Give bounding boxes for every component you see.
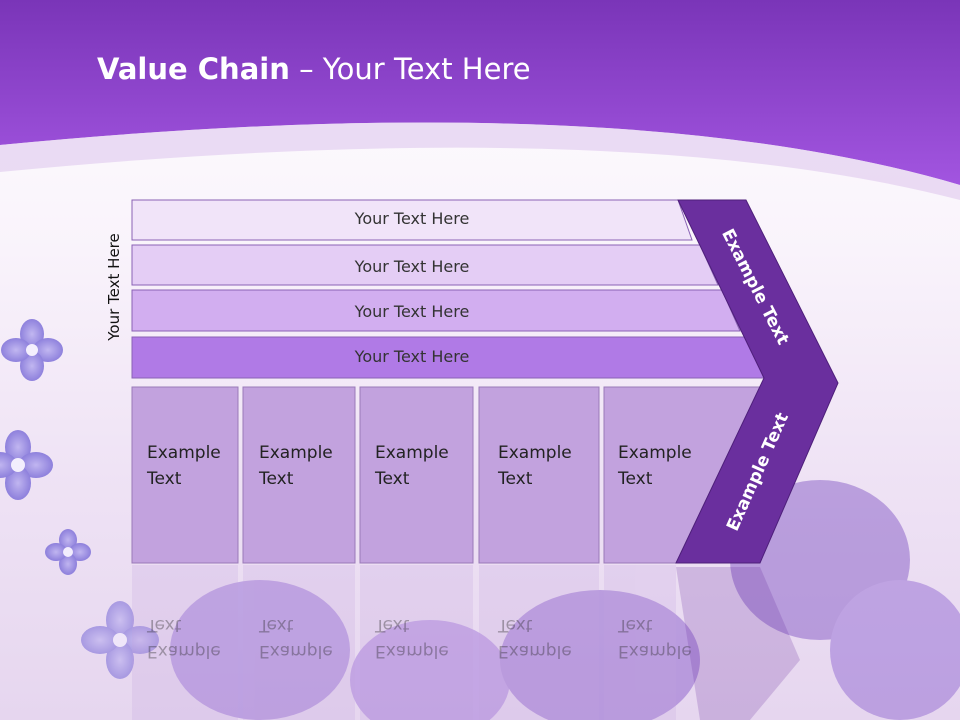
- band-2-label: Your Text Here: [354, 257, 470, 276]
- flower-decoration-bottom: [170, 480, 960, 720]
- cell-1-reflection-label: Example Text: [147, 615, 221, 661]
- cell-2-label: Example Text: [259, 443, 333, 489]
- band-3-label: Your Text Here: [354, 302, 470, 321]
- band-4-label: Your Text Here: [354, 347, 470, 366]
- band-2: [131, 244, 719, 286]
- cell-group: [131, 386, 761, 564]
- cell-3: [359, 386, 474, 564]
- cell-5-label: Example Text: [618, 443, 692, 489]
- title-rest: – Your Text Here: [289, 52, 531, 86]
- header-swoosh: [0, 122, 960, 200]
- cell-2: [242, 386, 356, 564]
- cell-reflection: [132, 565, 676, 720]
- cell-1: [131, 386, 239, 564]
- band-3: [131, 289, 741, 332]
- slide-title: Value Chain – Your Text Here: [97, 52, 531, 86]
- cell-4: [478, 386, 600, 564]
- title-bold: Value Chain: [97, 52, 290, 86]
- side-label: Your Text Here: [105, 233, 123, 341]
- cell-4-label: Example Text: [498, 443, 572, 489]
- flower-decoration-left: [0, 319, 159, 679]
- cell-1-label: Example Text: [147, 443, 221, 489]
- value-chevron-arrow: [675, 199, 839, 564]
- cell-3-label: Example Text: [375, 443, 449, 489]
- cell-2-reflection-label: Example Text: [259, 615, 333, 661]
- cell-4-reflection-label: Example Text: [498, 615, 572, 661]
- band-1-label: Your Text Here: [354, 209, 470, 228]
- header-band: [0, 0, 960, 185]
- band-1: [131, 199, 693, 241]
- arrow-reflection: [676, 567, 800, 720]
- cell-5-reflection-label: Example Text: [618, 615, 692, 661]
- cell-3-reflection-label: Example Text: [375, 615, 449, 661]
